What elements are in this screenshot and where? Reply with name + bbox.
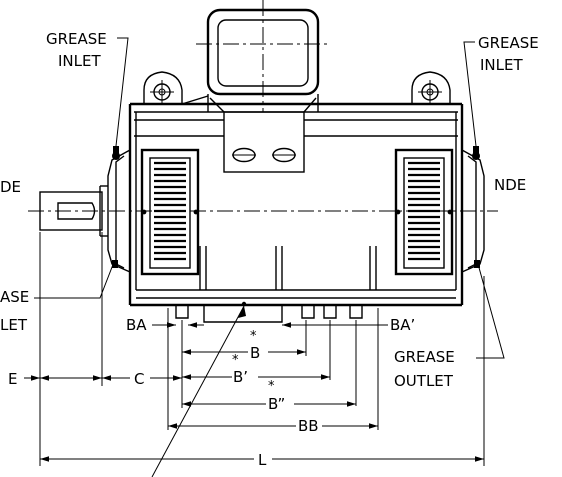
dimension-c: C bbox=[102, 370, 182, 388]
lifting-eye-right bbox=[411, 71, 451, 104]
svg-text:L: L bbox=[258, 451, 267, 469]
svg-text:GREASE: GREASE bbox=[394, 348, 455, 366]
winding-markers bbox=[141, 209, 453, 215]
lifting-eye-left bbox=[143, 71, 183, 104]
winding-pack-de bbox=[140, 148, 200, 276]
svg-text:INLET: INLET bbox=[480, 56, 523, 74]
svg-text:*: * bbox=[232, 353, 239, 368]
grease-outlet-left-label: ASE LET bbox=[0, 261, 115, 334]
dimension-b-prime: * B’ bbox=[182, 353, 330, 386]
svg-text:GREASE: GREASE bbox=[478, 34, 539, 52]
grease-outlet-nde bbox=[474, 260, 480, 268]
gland-hole-right bbox=[272, 147, 296, 163]
grease-outlet-right-label: GREASE OUTLET bbox=[394, 263, 505, 390]
nde-label: NDE bbox=[494, 176, 526, 194]
svg-text:INLET: INLET bbox=[58, 52, 101, 70]
motor-frame bbox=[128, 102, 464, 323]
eye-link bbox=[181, 95, 209, 105]
gland-hole-left bbox=[232, 147, 256, 163]
svg-text:*: * bbox=[250, 329, 257, 344]
svg-text:*: * bbox=[268, 379, 275, 394]
svg-text:GREASE: GREASE bbox=[46, 30, 107, 48]
grease-nipple-inlet-nde bbox=[472, 146, 480, 160]
dimension-l: L bbox=[40, 451, 484, 469]
winding-pack-nde bbox=[394, 148, 454, 276]
dimension-b-double-prime: * B” bbox=[182, 379, 356, 413]
grease-inlet-left-label: GREASE INLET bbox=[46, 30, 129, 147]
dimension-ba: BA bbox=[126, 316, 204, 334]
extension-lines bbox=[39, 232, 485, 466]
terminal-box bbox=[196, 0, 330, 112]
grease-nipple-inlet-de bbox=[112, 146, 120, 160]
svg-text:B’: B’ bbox=[233, 368, 248, 386]
svg-text:B”: B” bbox=[268, 395, 285, 413]
svg-text:LET: LET bbox=[0, 316, 28, 334]
dimension-b: * B bbox=[182, 329, 306, 362]
dimension-ba-prime: BA’ bbox=[282, 316, 415, 334]
svg-text:BA: BA bbox=[126, 316, 147, 334]
gland-plate bbox=[209, 97, 317, 173]
svg-text:BA’: BA’ bbox=[390, 316, 415, 334]
center-leader bbox=[151, 301, 247, 477]
grease-outlet-de bbox=[112, 260, 118, 268]
de-label: DE bbox=[0, 178, 21, 196]
svg-text:C: C bbox=[134, 370, 144, 388]
grease-inlet-right-label: GREASE INLET bbox=[463, 34, 539, 147]
dimension-e: E bbox=[8, 370, 102, 388]
svg-text:E: E bbox=[8, 370, 17, 388]
dimension-bb: BB bbox=[168, 417, 378, 435]
svg-text:ASE: ASE bbox=[0, 288, 29, 306]
svg-text:OUTLET: OUTLET bbox=[394, 372, 454, 390]
svg-text:BB: BB bbox=[298, 417, 319, 435]
svg-text:B: B bbox=[250, 344, 260, 362]
